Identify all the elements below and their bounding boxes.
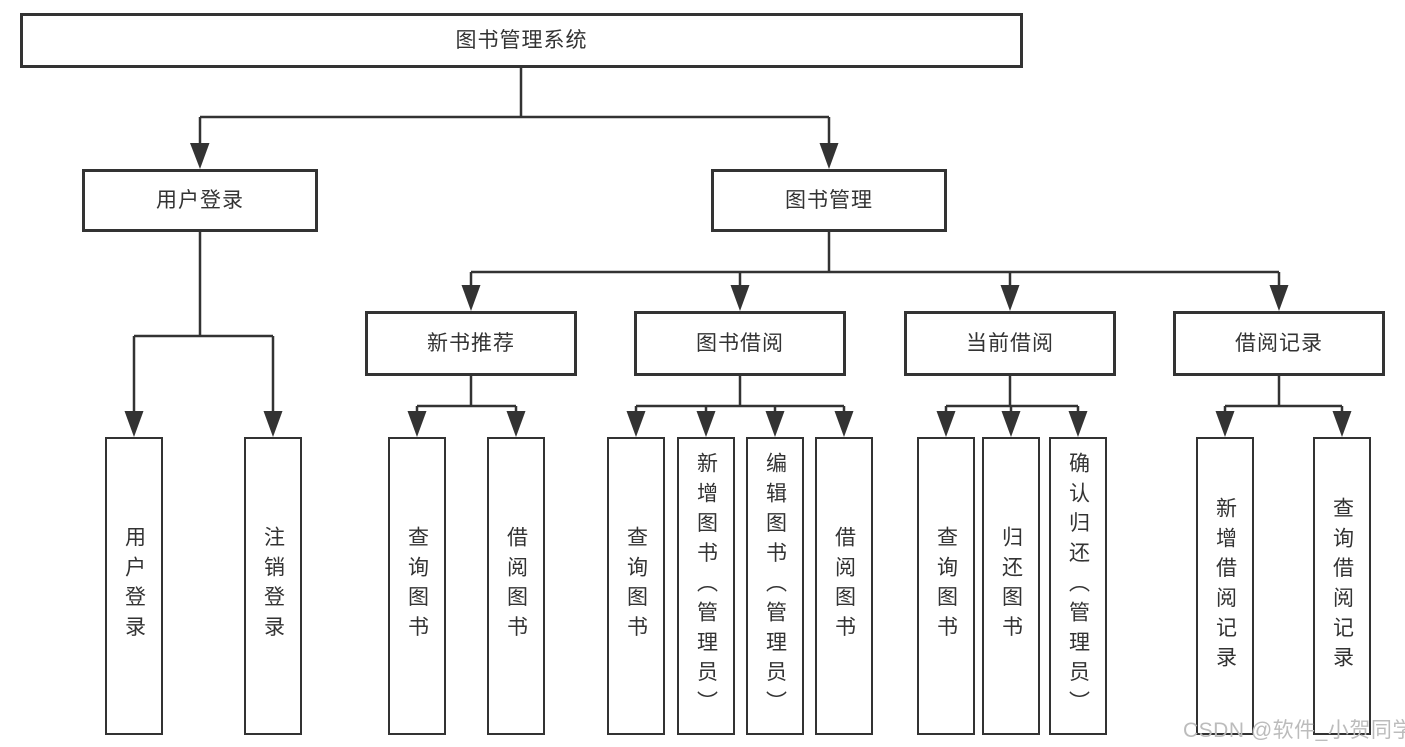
node-label: 新书推荐 [427,332,515,355]
node-user-login-branch: 用户登录 [82,169,318,232]
connector-paths [132,68,1344,412]
node-user-login-action: 用户登录 [105,437,163,735]
node-label: 图书管理 [785,189,873,212]
node-label: 注销登录 [261,526,285,646]
node-label: 新增图书（管理员） [694,451,718,721]
node-book-borrow: 图书借阅 [634,311,846,376]
node-borrow-books-recommend: 借阅图书 [487,437,545,735]
node-borrow-books: 借阅图书 [815,437,873,735]
node-label: 借阅图书 [504,526,528,646]
node-label: 查询图书 [934,526,958,646]
node-confirm-return-admin: 确认归还（管理员） [1049,437,1107,735]
node-query-borrow-record: 查询借阅记录 [1313,437,1371,735]
node-add-borrow-record: 新增借阅记录 [1196,437,1254,735]
node-label: 用户登录 [122,526,146,646]
node-label: 借阅图书 [832,526,856,646]
node-book-management-system: 图书管理系统 [20,13,1023,68]
node-label: 用户登录 [156,189,244,212]
node-label: 查询图书 [405,526,429,646]
node-query-books-recommend: 查询图书 [388,437,446,735]
node-label: 归还图书 [999,526,1023,646]
node-label: 当前借阅 [966,332,1054,355]
node-label: 查询借阅记录 [1330,496,1354,676]
node-current-borrow: 当前借阅 [904,311,1116,376]
csdn-watermark: CSDN @软件_小贺同学 [1183,719,1405,742]
node-book-management-branch: 图书管理 [711,169,947,232]
node-label: 借阅记录 [1235,332,1323,355]
arrowheads [124,143,1352,437]
node-add-books-admin: 新增图书（管理员） [677,437,735,735]
node-label: 图书借阅 [696,332,784,355]
node-new-book-recommend: 新书推荐 [365,311,577,376]
node-logout-action: 注销登录 [244,437,302,735]
node-label: 新增借阅记录 [1213,496,1237,676]
node-query-books-borrow: 查询图书 [607,437,665,735]
node-return-books: 归还图书 [982,437,1040,735]
node-label: 确认归还（管理员） [1066,451,1090,721]
node-borrow-records: 借阅记录 [1173,311,1385,376]
node-label: 图书管理系统 [455,29,588,52]
node-edit-books-admin: 编辑图书（管理员） [746,437,804,735]
node-query-books-current: 查询图书 [917,437,975,735]
node-label: 编辑图书（管理员） [763,451,787,721]
node-label: 查询图书 [624,526,648,646]
